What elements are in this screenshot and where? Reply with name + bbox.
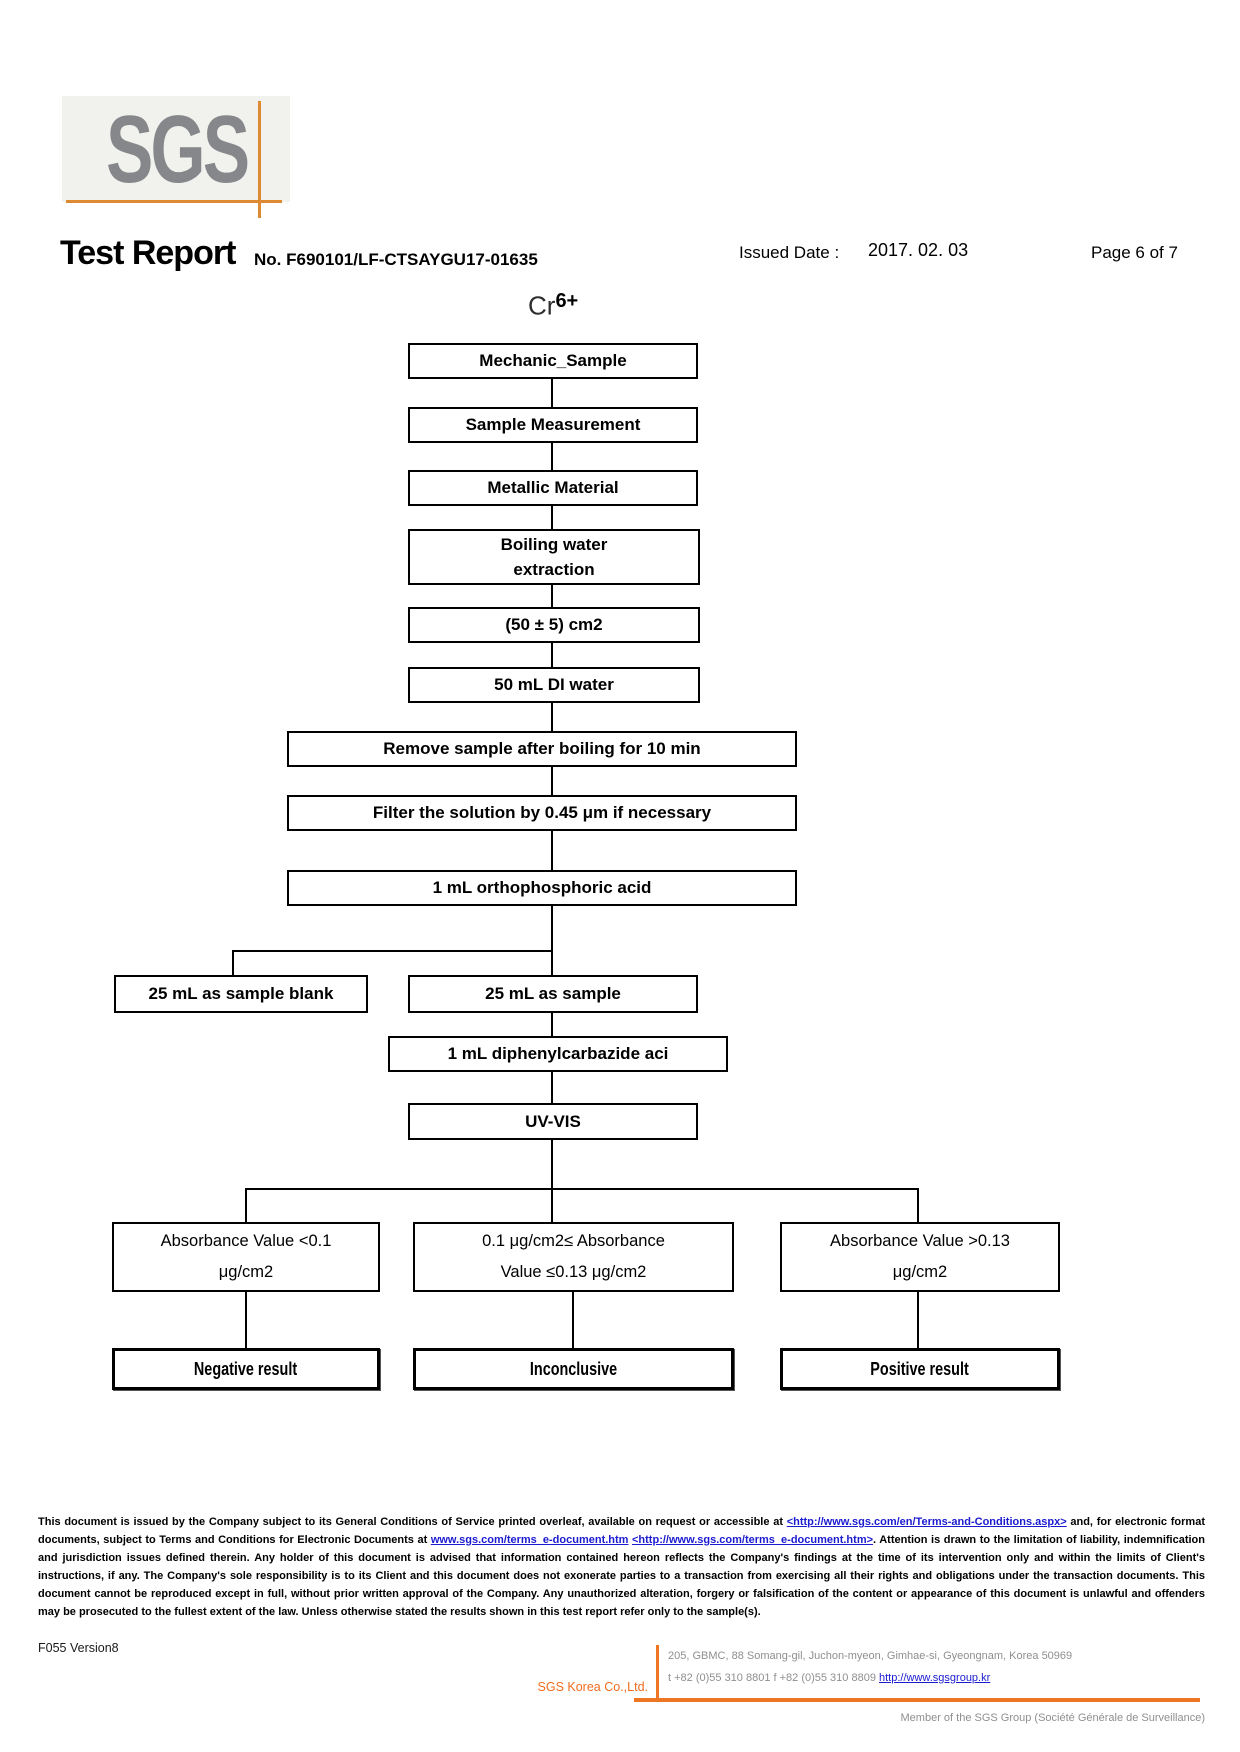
node-label: Absorbance Value <0.1 (160, 1231, 332, 1250)
sgs-logo: SGS (62, 96, 290, 202)
node-label: Remove sample after boiling for 10 min (383, 739, 701, 759)
node-boiling-water-extraction: Boiling water extraction (408, 529, 700, 585)
element-superscript: 6+ (555, 290, 579, 312)
node-label: Sample Measurement (465, 415, 641, 435)
report-number-label: No. (254, 250, 282, 269)
node-label: Positive result (870, 1358, 970, 1379)
legal-text: This document is issued by the Company s… (38, 1513, 1205, 1621)
member-line: Member of the SGS Group (Société Général… (900, 1712, 1205, 1724)
connector-line (232, 950, 234, 975)
node-label: 25 mL as sample blank (148, 984, 334, 1004)
legal-link[interactable]: <http://www.sgs.com/terms_e-document.htm… (632, 1534, 874, 1546)
node-label: Inconclusive (529, 1358, 618, 1379)
issued-date-label: Issued Date : (739, 243, 840, 262)
node-label: 0.1 μg/cm2≤ Absorbance (482, 1231, 665, 1250)
node-label: 1 mL orthophosphoric acid (432, 878, 652, 898)
node-label: UV-VIS (525, 1111, 581, 1131)
node-sample-measurement: Sample Measurement (408, 407, 698, 443)
connector-line (245, 1188, 919, 1190)
legal-text-segment: This document is issued by the Company s… (38, 1516, 787, 1528)
node-metallic-material: Metallic Material (408, 470, 698, 506)
node-label: Metallic Material (487, 478, 619, 498)
phone-fax-text: t +82 (0)55 310 8801 f +82 (0)55 310 880… (668, 1672, 879, 1684)
node-label: (50 ± 5) cm2 (505, 615, 603, 635)
node-remove-sample: Remove sample after boiling for 10 min (287, 731, 797, 767)
sgsgroup-link[interactable]: http://www.sgsgroup.kr (879, 1672, 991, 1684)
node-diphenylcarbazide: 1 mL diphenylcarbazide aci (388, 1036, 728, 1072)
connector-line (245, 1188, 247, 1222)
connector-line (551, 506, 553, 529)
node-label: Value ≤0.13 μg/cm2 (500, 1263, 647, 1281)
element-symbol: Cr (528, 290, 556, 321)
node-sample-area: (50 ± 5) cm2 (408, 607, 700, 643)
node-negative-result: Negative result (112, 1348, 380, 1390)
connector-line (245, 1292, 247, 1348)
node-orthophosphoric-acid: 1 mL orthophosphoric acid (287, 870, 797, 906)
node-absorbance-low: Absorbance Value <0.1 μg/cm2 (112, 1222, 380, 1292)
form-version: F055 Version8 (38, 1641, 119, 1655)
legal-link[interactable]: <http://www.sgs.com/en/Terms-and-Conditi… (786, 1516, 1067, 1528)
node-uv-vis: UV-VIS (408, 1103, 698, 1140)
connector-line (551, 379, 553, 407)
address-line-2: t +82 (0)55 310 8801 f +82 (0)55 310 880… (668, 1672, 990, 1684)
logo-orange-hline (66, 200, 282, 203)
connector-line (232, 950, 553, 952)
node-sample: 25 mL as sample (408, 975, 698, 1013)
node-filter-solution: Filter the solution by 0.45 μm if necess… (287, 795, 797, 831)
node-sample-blank: 25 mL as sample blank (114, 975, 368, 1013)
connector-line (917, 1292, 919, 1348)
legal-link[interactable]: www.sgs.com/terms_e-document.htm (430, 1534, 629, 1546)
report-number-value: F690101/LF-CTSAYGU17-01635 (286, 250, 538, 269)
connector-line (551, 643, 553, 667)
issued-date-value: 2017. 02. 03 (868, 240, 969, 260)
report-number: No. F690101/LF-CTSAYGU17-01635 (254, 250, 538, 270)
node-inconclusive-result: Inconclusive (413, 1348, 734, 1390)
legal-text-segment: . Attention is drawn to the limitation o… (38, 1534, 1205, 1618)
node-label: 50 mL DI water (494, 675, 614, 695)
report-title: Test Report (60, 234, 236, 272)
node-label: Filter the solution by 0.45 μm if necess… (372, 803, 712, 823)
node-label: Negative result (194, 1358, 298, 1379)
footer-orange-rule (634, 1698, 1200, 1702)
connector-line (551, 831, 553, 870)
legal-text-segment: and, for electronic format documents, su… (38, 1516, 1205, 1546)
node-absorbance-high: Absorbance Value >0.13 μg/cm2 (780, 1222, 1060, 1292)
node-label: Boiling water (500, 534, 608, 554)
connector-line (551, 1140, 553, 1222)
connector-line (551, 443, 553, 470)
node-label: 25 mL as sample (485, 984, 621, 1004)
company-name: SGS Korea Co.,Ltd. (537, 1680, 648, 1694)
node-mechanic-sample: Mechanic_Sample (408, 343, 698, 379)
connector-line (551, 703, 553, 731)
connector-line (551, 585, 553, 607)
node-di-water: 50 mL DI water (408, 667, 700, 703)
connector-line (572, 1292, 574, 1348)
sgs-logo-text: SGS (106, 96, 250, 203)
node-label: μg/cm2 (892, 1263, 948, 1281)
connector-line (551, 767, 553, 795)
footer-divider-line (656, 1645, 659, 1700)
node-label: Mechanic_Sample (479, 351, 627, 371)
connector-line (551, 1072, 553, 1103)
address-line-1: 205, GBMC, 88 Somang-gil, Juchon-myeon, … (668, 1650, 1073, 1662)
connector-line (551, 906, 553, 975)
node-positive-result: Positive result (780, 1348, 1060, 1390)
logo-orange-vline (258, 101, 261, 218)
connector-line (917, 1188, 919, 1222)
connector-line (551, 1013, 553, 1036)
page-indicator: Page 6 of 7 (1091, 243, 1178, 262)
node-label: extraction (513, 560, 595, 579)
node-label: 1 mL diphenylcarbazide aci (447, 1044, 669, 1064)
flowchart-title: Cr6+ (528, 288, 578, 322)
node-label: Absorbance Value >0.13 (830, 1231, 1010, 1250)
node-label: μg/cm2 (218, 1263, 274, 1281)
